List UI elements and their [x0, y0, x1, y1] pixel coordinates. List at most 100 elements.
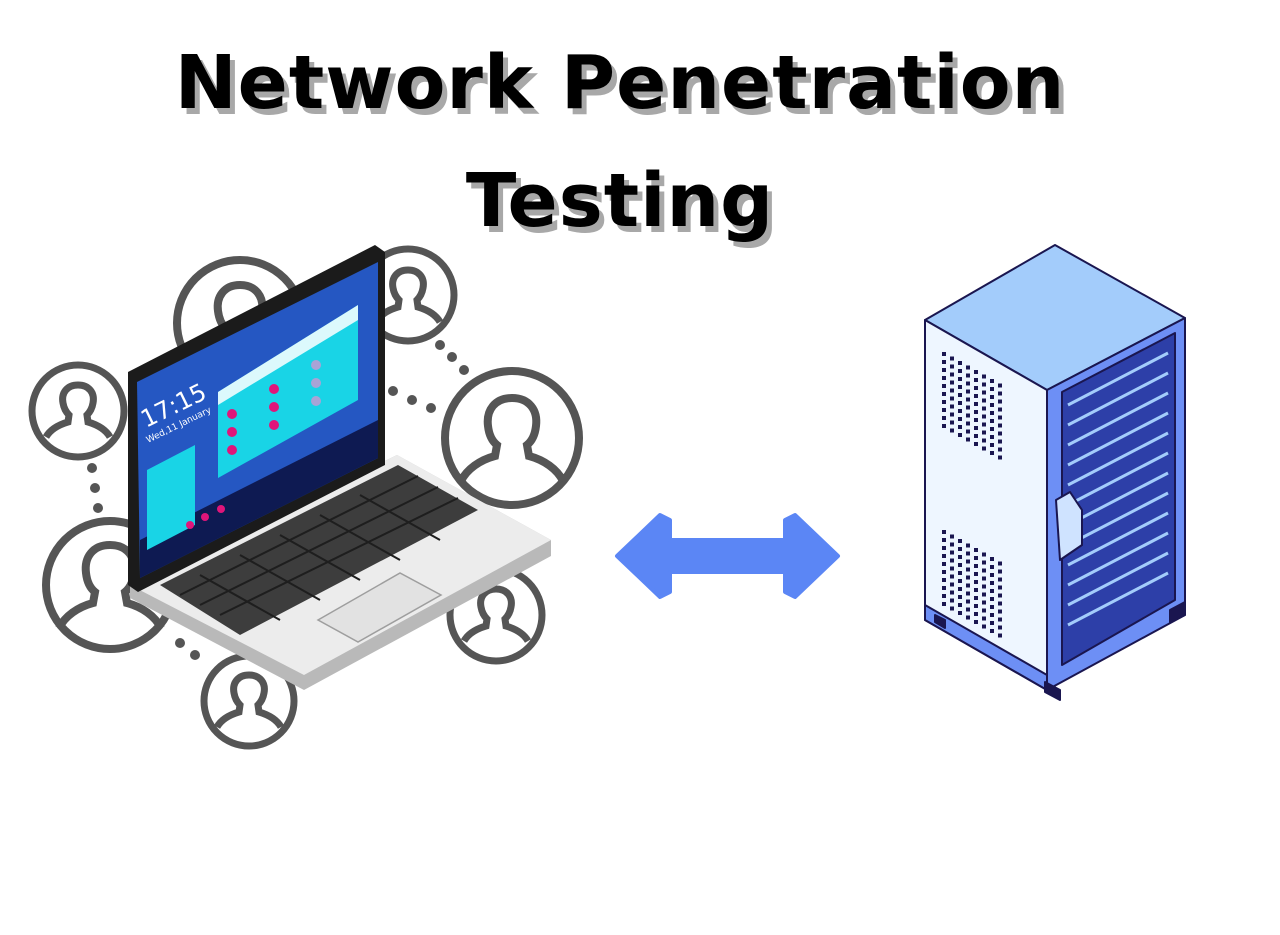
vent-hole	[950, 404, 954, 409]
vent-hole	[990, 605, 994, 609]
vent-hole	[998, 625, 1002, 630]
vent-hole	[998, 423, 1002, 428]
vent-hole	[958, 409, 962, 413]
vent-hole	[982, 584, 986, 589]
vent-hole	[942, 530, 946, 534]
vent-hole	[942, 570, 946, 574]
vent-hole	[974, 410, 978, 414]
vent-hole	[950, 412, 954, 417]
vent-hole	[942, 578, 946, 582]
vent-hole	[966, 575, 970, 580]
vent-hole	[942, 392, 946, 396]
vent-hole	[950, 534, 954, 539]
vent-hole	[958, 595, 962, 599]
user-icon	[446, 565, 546, 665]
vent-hole	[998, 617, 1002, 622]
vent-hole	[942, 400, 946, 404]
vent-hole	[942, 424, 946, 428]
vent-hole	[974, 556, 978, 560]
vent-hole	[990, 589, 994, 593]
vent-hole	[990, 435, 994, 439]
vent-hole	[966, 583, 970, 588]
vent-hole	[990, 403, 994, 407]
double-arrow-icon	[615, 513, 840, 599]
vent-hole	[950, 606, 954, 611]
vent-hole	[966, 365, 970, 370]
vent-hole	[998, 391, 1002, 396]
vent-hole	[990, 379, 994, 383]
vent-hole	[990, 419, 994, 423]
vent-hole	[974, 402, 978, 406]
vent-hole	[942, 368, 946, 372]
vent-hole	[942, 554, 946, 558]
vent-hole	[942, 376, 946, 380]
vent-hole	[998, 439, 1002, 444]
vent-hole	[942, 562, 946, 566]
vent-hole	[942, 546, 946, 550]
vent-hole	[982, 624, 986, 629]
vent-hole	[966, 599, 970, 604]
vent-hole	[950, 598, 954, 603]
vent-hole	[998, 407, 1002, 412]
vent-hole	[982, 552, 986, 557]
vent-hole	[982, 414, 986, 419]
vent-hole	[958, 587, 962, 591]
vent-hole	[982, 374, 986, 379]
vent-hole	[966, 397, 970, 402]
vent-hole	[958, 539, 962, 543]
vent-hole	[998, 455, 1002, 460]
vent-hole	[958, 393, 962, 397]
vent-hole	[950, 364, 954, 369]
vent-hole	[942, 416, 946, 420]
vent-hole	[982, 560, 986, 565]
vent-hole	[982, 422, 986, 427]
vent-hole	[974, 596, 978, 600]
vent-hole	[950, 550, 954, 555]
vent-hole	[990, 443, 994, 447]
vent-hole	[942, 360, 946, 364]
vent-hole	[942, 602, 946, 606]
vent-hole	[990, 451, 994, 455]
vent-hole	[942, 594, 946, 598]
vent-hole	[958, 385, 962, 389]
vent-hole	[998, 399, 1002, 404]
vent-hole	[998, 431, 1002, 436]
vent-hole	[982, 616, 986, 621]
vent-hole	[966, 615, 970, 620]
vent-hole	[974, 548, 978, 552]
vent-hole	[974, 442, 978, 446]
vent-hole	[950, 542, 954, 547]
vent-hole	[966, 437, 970, 442]
vent-hole	[966, 559, 970, 564]
vent-hole	[958, 563, 962, 567]
vent-hole	[974, 418, 978, 422]
vent-hole	[942, 586, 946, 590]
vent-hole	[990, 629, 994, 633]
vent-hole	[974, 612, 978, 616]
vent-hole	[966, 543, 970, 548]
title-line-1: Network Penetration	[174, 40, 1066, 126]
server-vent	[942, 352, 1002, 638]
vent-hole	[950, 396, 954, 401]
vent-hole	[950, 356, 954, 361]
vent-hole	[990, 387, 994, 391]
vent-hole	[982, 446, 986, 451]
vent-hole	[974, 386, 978, 390]
vent-hole	[966, 429, 970, 434]
vent-hole	[990, 395, 994, 399]
vent-hole	[950, 590, 954, 595]
vent-hole	[950, 380, 954, 385]
vent-hole	[958, 417, 962, 421]
server-rack-icon	[924, 244, 1186, 701]
vent-hole	[982, 438, 986, 443]
vent-hole	[974, 370, 978, 374]
vent-hole	[966, 591, 970, 596]
vent-hole	[942, 384, 946, 388]
vent-hole	[974, 620, 978, 624]
connection-dots	[87, 340, 469, 660]
vent-hole	[958, 547, 962, 551]
vent-hole	[998, 383, 1002, 388]
vent-hole	[958, 611, 962, 615]
vent-hole	[982, 592, 986, 597]
user-icon	[441, 367, 583, 509]
